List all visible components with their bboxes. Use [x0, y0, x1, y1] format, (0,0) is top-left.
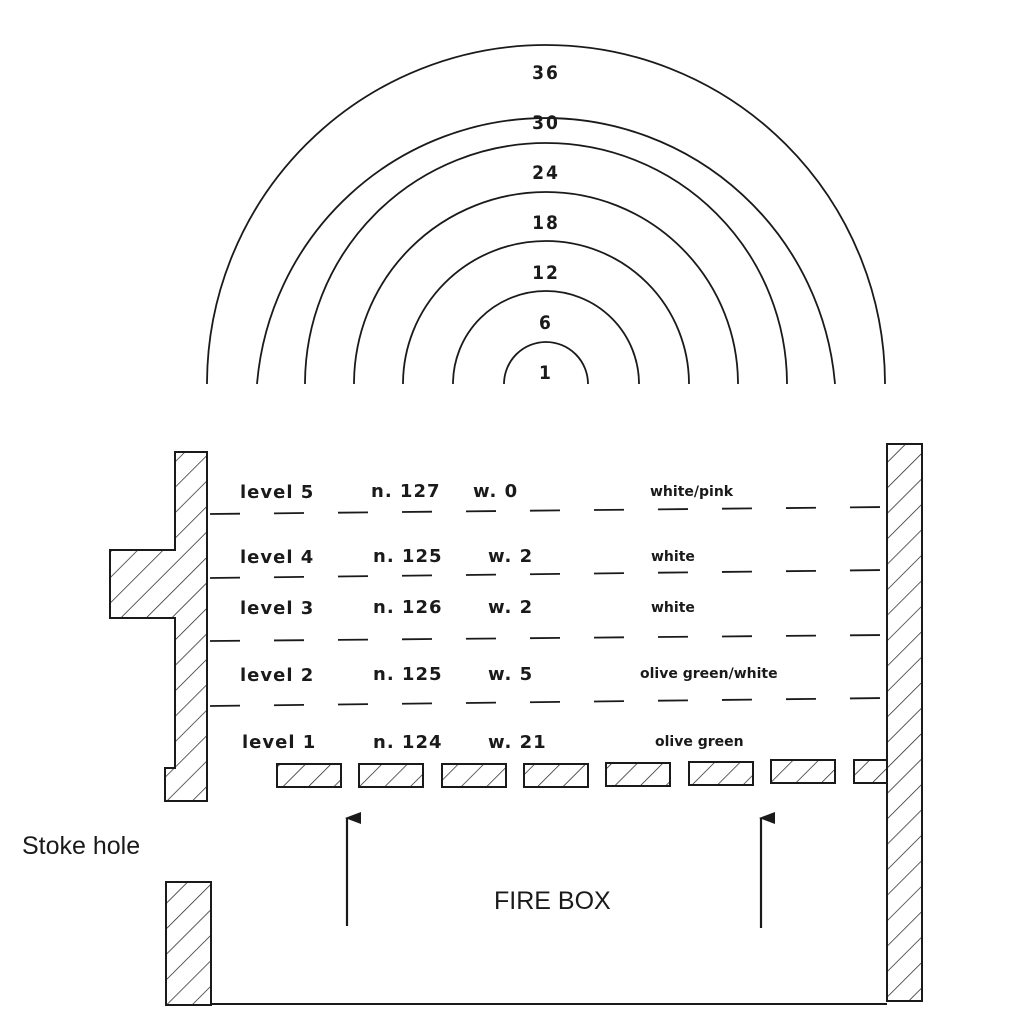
- level-color: white/pink: [650, 484, 734, 500]
- level-name: level 5: [240, 482, 314, 503]
- grate-bar: [523, 763, 589, 788]
- grate-bar: [276, 763, 342, 788]
- separator-2: [209, 697, 888, 707]
- ring-label-30: 30: [532, 112, 560, 134]
- left-lower-wall: [165, 881, 212, 1006]
- ring-36: [206, 44, 886, 385]
- stoke-hole-label: Stoke hole: [22, 832, 140, 860]
- ring-12: [402, 240, 690, 385]
- level-n: n. 125: [373, 546, 443, 567]
- ring-label-18: 18: [532, 212, 560, 234]
- level-w: w. 2: [488, 597, 533, 618]
- ring-label-36: 36: [532, 62, 560, 84]
- level-name: level 3: [240, 598, 314, 619]
- level-n: n. 126: [373, 597, 443, 618]
- grate-bar: [605, 762, 671, 787]
- ring-label-1: 1: [539, 362, 553, 384]
- ring-24: [304, 142, 788, 385]
- level-w: w. 21: [488, 732, 547, 753]
- separator-5: [209, 506, 888, 515]
- level-w: w. 5: [488, 664, 533, 685]
- level-color: olive green: [655, 734, 744, 750]
- level-n: n. 125: [373, 664, 443, 685]
- grate-bar: [770, 759, 836, 784]
- ring-label-12: 12: [532, 262, 560, 284]
- level-color: olive green/white: [640, 666, 778, 682]
- ring-6: [452, 290, 640, 385]
- level-5-row: level 5 n. 127 w. 0 white/pink: [240, 481, 734, 503]
- level-w: w. 0: [473, 481, 518, 502]
- ring-label-24: 24: [532, 162, 560, 184]
- ring-30: [256, 117, 836, 385]
- grate-bar: [441, 763, 507, 788]
- level-n: n. 127: [371, 481, 441, 502]
- left-wall: [109, 451, 208, 802]
- ring-18: [353, 191, 739, 385]
- level-w: w. 2: [488, 546, 533, 567]
- level-name: level 2: [240, 665, 314, 686]
- level-1-row: level 1 n. 124 w. 21 olive green: [242, 732, 744, 753]
- level-color: white: [651, 549, 695, 565]
- level-n: n. 124: [373, 732, 443, 753]
- level-name: level 1: [242, 732, 316, 753]
- right-wall: [886, 443, 923, 1002]
- separator-3: [209, 634, 888, 642]
- grate-bar: [358, 763, 424, 788]
- grate-bar: [688, 761, 754, 786]
- level-2-row: level 2 n. 125 w. 5 olive green/white: [240, 664, 778, 686]
- level-name: level 4: [240, 547, 314, 568]
- ring-labels: 1 6 12 18 24 30 36: [532, 62, 560, 384]
- plan-view-rings: [206, 44, 886, 385]
- level-separators: [209, 506, 888, 707]
- ring-1: [503, 341, 589, 385]
- ring-label-6: 6: [539, 312, 553, 334]
- separator-4: [209, 569, 888, 579]
- fire-box-label: FIRE BOX: [494, 887, 611, 915]
- grate-bar: [853, 759, 888, 784]
- level-3-row: level 3 n. 126 w. 2 white: [240, 597, 695, 619]
- level-4-row: level 4 n. 125 w. 2 white: [240, 546, 695, 568]
- level-color: white: [651, 600, 695, 616]
- grate-bars: [276, 759, 888, 788]
